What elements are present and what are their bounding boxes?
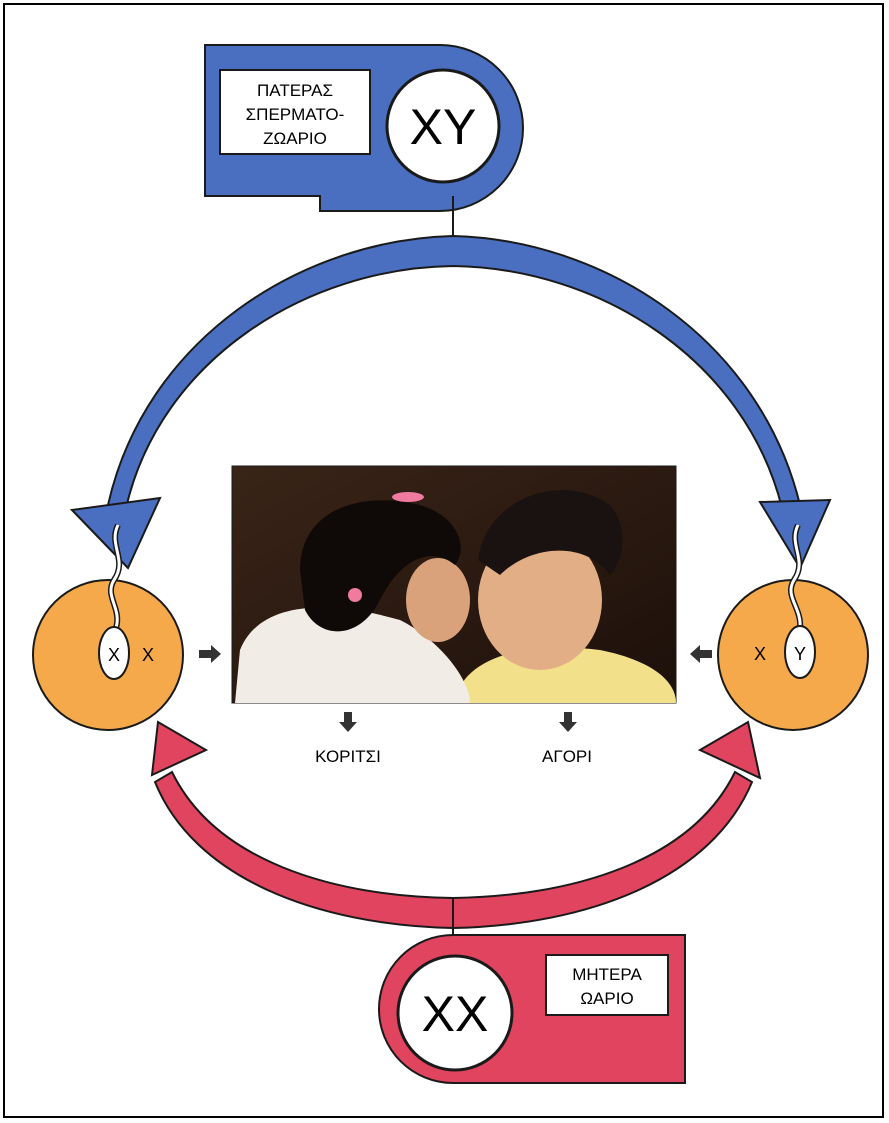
right-sperm-head	[784, 625, 816, 679]
left-egg-chromosome: X	[142, 645, 154, 665]
girl-dress	[235, 607, 470, 703]
left-red-arrowhead	[150, 720, 209, 777]
boy-label: ΑΓΟΡΙ	[542, 747, 592, 766]
girl-hair-bow	[348, 588, 362, 602]
father-label-box	[219, 69, 371, 155]
right-egg: Y X	[717, 523, 869, 731]
girl-label: ΚΟΡΙΤΣΙ	[315, 747, 381, 766]
children-photo	[231, 465, 677, 704]
mother-box: XX ΜΗΤΕΡΑ ΩΑΡΙΟ	[378, 898, 686, 1084]
boy-hair	[478, 490, 623, 575]
girl-hair	[300, 500, 461, 632]
father-label-line2: ΣΠΕΡΜΑΤΟ-	[246, 105, 345, 124]
right-red-arrowhead	[697, 720, 762, 780]
mother-chromosome-circle	[396, 954, 514, 1072]
father-chromosome-circle	[385, 68, 501, 184]
father-chromosomes: XY	[410, 99, 477, 155]
mother-label-line1: ΜΗΤΕΡΑ	[572, 965, 642, 984]
father-box: ΠΑΤΕΡΑΣ ΣΠΕΡΜΑΤΟ- ΖΩΑΡΙΟ XY	[204, 44, 524, 236]
girl-hair-band	[392, 492, 424, 502]
right-to-photo-arrow	[690, 645, 712, 663]
father-label-line1: ΠΑΤΕΡΑΣ	[257, 81, 333, 100]
left-egg: X X	[32, 523, 184, 731]
page-frame	[3, 3, 884, 1118]
left-to-photo-arrow	[199, 645, 221, 663]
girl-face	[406, 558, 470, 642]
right-egg-chromosome: X	[754, 644, 766, 664]
right-sperm-chromosome: Y	[794, 644, 806, 664]
girl-down-arrow	[339, 712, 357, 732]
father-label-line3: ΖΩΑΡΙΟ	[263, 129, 327, 148]
mother-chromosomes: XX	[422, 986, 489, 1042]
left-sperm-chromosome: X	[108, 645, 120, 665]
mother-label-line2: ΩΑΡΙΟ	[580, 989, 633, 1008]
left-sperm-head	[98, 626, 130, 680]
mother-arc-arrow	[150, 720, 762, 930]
mother-label-box	[545, 954, 669, 1016]
boy-down-arrow	[559, 712, 577, 732]
